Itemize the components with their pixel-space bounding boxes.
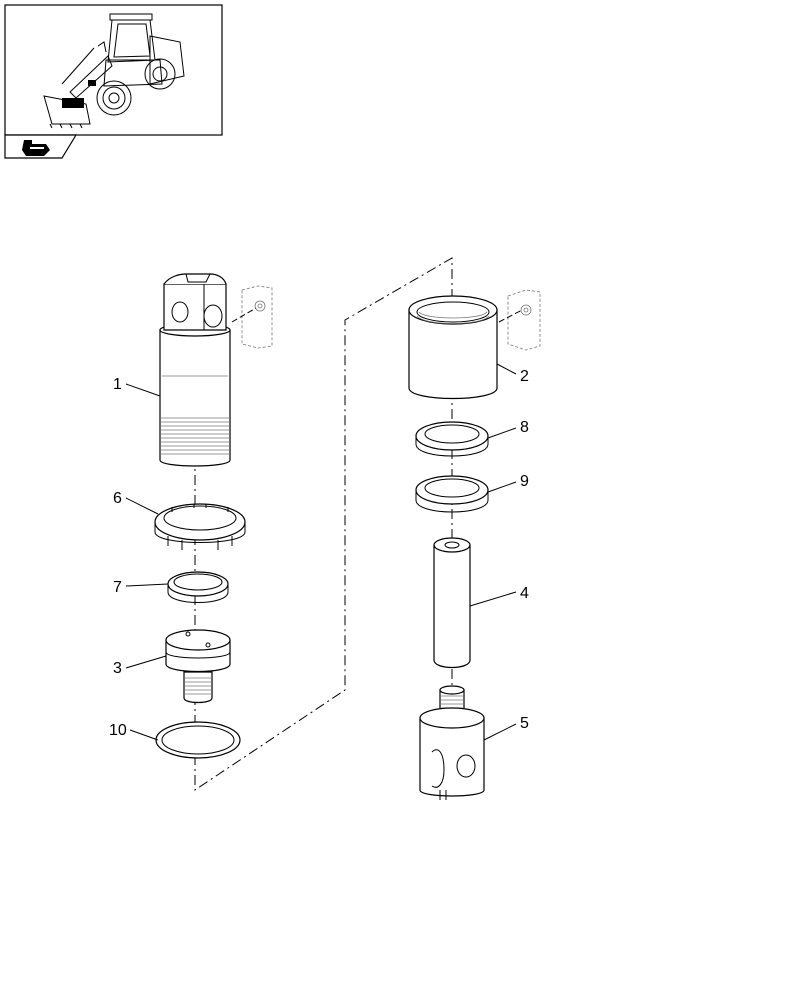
callout-7: 7 <box>113 579 122 596</box>
part-4-pin <box>433 537 471 669</box>
part-10-o-ring <box>155 721 241 759</box>
part-6-castellated-nut <box>154 503 246 550</box>
part-3-plug <box>165 629 231 704</box>
wheel-loader-thumbnail <box>43 13 185 129</box>
leader-lines <box>125 363 517 741</box>
detail-reference-sketch-left <box>231 285 273 349</box>
callout-6: 6 <box>113 490 122 507</box>
callout-4: 4 <box>520 585 529 602</box>
part-5-clevis-end <box>419 685 485 800</box>
part-2-sleeve <box>408 295 498 400</box>
callout-3: 3 <box>113 660 122 677</box>
part-1-cylinder <box>159 273 231 467</box>
part-7-ring <box>167 571 229 603</box>
thumbnail-frame <box>4 4 223 159</box>
back-arrow-icon[interactable] <box>22 140 50 156</box>
callout-5: 5 <box>520 715 529 732</box>
detail-reference-sketch-right <box>498 289 541 351</box>
callout-9: 9 <box>520 473 529 490</box>
callout-1: 1 <box>113 376 122 393</box>
callout-10: 10 <box>109 722 127 739</box>
callout-8: 8 <box>520 419 529 436</box>
part-9-bushing <box>415 475 489 513</box>
callout-2: 2 <box>520 368 529 385</box>
part-8-bushing <box>415 421 489 457</box>
